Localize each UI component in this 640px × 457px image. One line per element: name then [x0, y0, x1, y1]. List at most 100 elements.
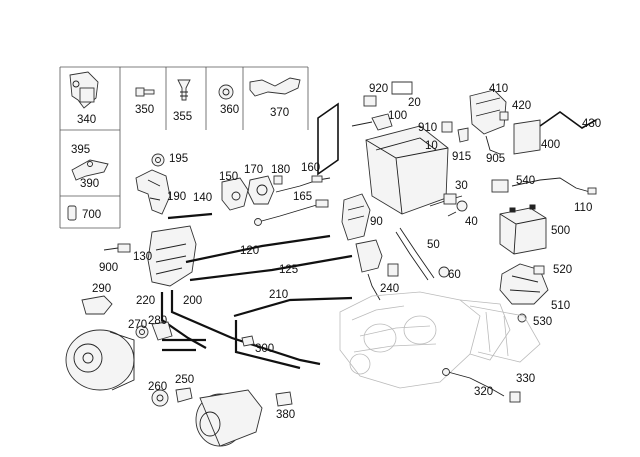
line-200	[170, 290, 321, 366]
cable-905[interactable]	[485, 135, 501, 155]
label-510: 510	[551, 300, 570, 312]
solenoid-260[interactable]	[151, 389, 169, 407]
label-920: 920	[369, 83, 388, 95]
sleeve-700[interactable]	[67, 205, 77, 221]
label-700: 700	[82, 209, 101, 221]
line-125	[189, 254, 353, 282]
sensor-170[interactable]	[247, 175, 275, 205]
label-180: 180	[271, 164, 290, 176]
nut-195[interactable]	[151, 153, 165, 167]
clip-60[interactable]	[438, 266, 450, 278]
alternator[interactable]	[65, 329, 135, 391]
clip-915[interactable]	[457, 127, 469, 143]
label-130: 130	[133, 251, 152, 263]
line-220b	[162, 338, 206, 352]
label-395: 395	[71, 144, 90, 156]
bolt-350[interactable]	[135, 87, 155, 97]
label-210: 210	[269, 289, 288, 301]
line-battery-left	[317, 102, 339, 176]
label-915: 915	[452, 151, 471, 163]
label-125: 125	[279, 264, 298, 276]
cable-30[interactable]	[429, 193, 463, 207]
clip-520[interactable]	[533, 265, 545, 275]
bracket-190[interactable]	[135, 169, 171, 215]
battery-500[interactable]	[499, 204, 547, 255]
relay-block[interactable]	[355, 239, 383, 301]
clip-420[interactable]	[499, 111, 509, 121]
relay-150[interactable]	[221, 177, 249, 211]
label-355: 355	[173, 111, 192, 123]
label-290: 290	[92, 283, 111, 295]
engine-assembly	[339, 291, 511, 389]
label-430: 430	[582, 118, 601, 130]
clip-355[interactable]	[177, 79, 191, 101]
label-500: 500	[551, 225, 570, 237]
label-120: 120	[240, 245, 259, 257]
bracket-340[interactable]	[69, 71, 99, 109]
line-140	[167, 212, 213, 220]
label-420: 420	[512, 100, 531, 112]
label-360: 360	[220, 104, 239, 116]
terminal-250[interactable]	[175, 387, 193, 403]
ring-270[interactable]	[135, 325, 149, 339]
control-unit-410[interactable]	[469, 89, 507, 135]
fuse-540[interactable]	[491, 179, 509, 193]
label-170: 170	[244, 164, 263, 176]
terminal-280[interactable]	[151, 321, 173, 341]
bracket-380[interactable]	[275, 391, 293, 407]
bracket-370[interactable]	[249, 77, 301, 97]
line-220	[160, 292, 207, 349]
label-50: 50	[427, 239, 440, 251]
terminal-130[interactable]	[147, 225, 197, 287]
clip-300[interactable]	[241, 335, 255, 347]
starter[interactable]	[195, 389, 263, 447]
grommet-360[interactable]	[218, 84, 234, 100]
cover-20[interactable]	[391, 81, 413, 95]
hose-50[interactable]	[395, 227, 435, 281]
cable-110[interactable]	[511, 177, 597, 195]
cable-165[interactable]	[254, 199, 329, 226]
connector-900[interactable]	[103, 243, 131, 253]
label-540: 540	[516, 175, 535, 187]
label-150: 150	[219, 171, 238, 183]
clip-910[interactable]	[441, 121, 453, 133]
label-320: 320	[474, 386, 493, 398]
label-300: 300	[255, 343, 274, 355]
label-200: 200	[183, 295, 202, 307]
clamp-100[interactable]	[351, 113, 393, 131]
fusebox-90[interactable]	[341, 193, 371, 241]
connector-240[interactable]	[387, 263, 399, 277]
label-165: 165	[293, 191, 312, 203]
label-160: 160	[301, 162, 320, 174]
module-400[interactable]	[513, 119, 541, 155]
label-340: 340	[77, 114, 96, 126]
label-280: 280	[148, 315, 167, 327]
cable-160[interactable]	[275, 175, 331, 193]
cable-320[interactable]	[442, 368, 505, 397]
parts-grid	[59, 66, 309, 229]
label-60: 60	[448, 269, 461, 281]
label-140: 140	[193, 192, 212, 204]
label-400: 400	[541, 139, 560, 151]
line-430	[539, 111, 597, 129]
line-120	[185, 234, 331, 264]
label-410: 410	[489, 83, 508, 95]
label-30: 30	[455, 180, 468, 192]
transmission	[469, 305, 541, 363]
label-330: 330	[516, 373, 535, 385]
label-220: 220	[136, 295, 155, 307]
bracket-290[interactable]	[81, 295, 113, 315]
label-195: 195	[169, 153, 188, 165]
connector-180[interactable]	[273, 175, 283, 185]
terminal-920[interactable]	[363, 95, 377, 107]
label-380: 380	[276, 409, 295, 421]
label-10: 10	[425, 140, 438, 152]
label-350: 350	[135, 104, 154, 116]
bracket-390[interactable]	[71, 159, 109, 181]
label-520: 520	[553, 264, 572, 276]
terminal-40[interactable]	[447, 200, 468, 217]
label-40: 40	[465, 216, 478, 228]
label-90: 90	[370, 216, 383, 228]
terminal-330[interactable]	[509, 391, 521, 403]
